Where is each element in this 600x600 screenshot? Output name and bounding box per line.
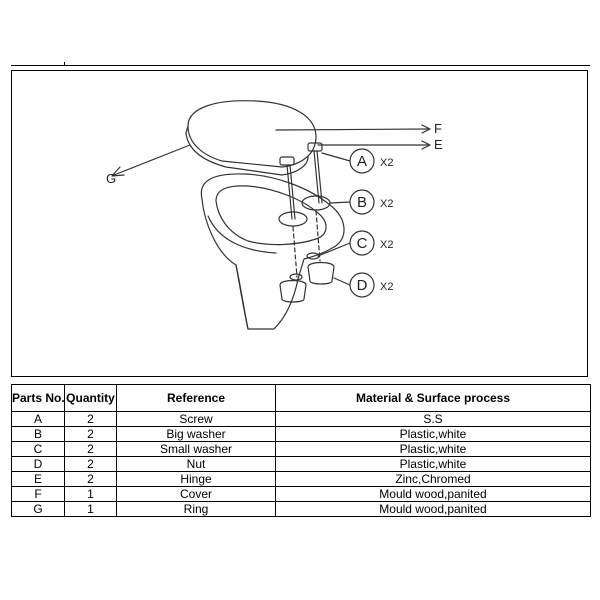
nut-right bbox=[307, 261, 335, 285]
table-header-row: Parts No. Quantity Reference Material & … bbox=[11, 384, 591, 412]
callout-a: A bbox=[357, 153, 367, 170]
quantity-mark-b: X2 bbox=[380, 198, 393, 210]
cell-quantity: 2 bbox=[64, 426, 117, 442]
toilet-seat-drawing: F E G A B C D X2 X2 X2 X2 bbox=[106, 100, 443, 330]
hinge-right bbox=[307, 142, 323, 152]
cell-reference: Hinge bbox=[116, 471, 276, 487]
table-row: A 2 Screw S.S bbox=[11, 411, 591, 427]
cell-material: Plastic,white bbox=[275, 426, 591, 442]
cell-part-no: D bbox=[11, 456, 65, 472]
cell-material: Zinc,Chromed bbox=[275, 471, 591, 487]
callout-circle-c bbox=[349, 230, 375, 256]
top-rule-tick bbox=[64, 62, 65, 66]
header-parts-no: Parts No. bbox=[11, 384, 65, 412]
callout-b: B bbox=[357, 194, 367, 211]
hinge-left bbox=[279, 156, 295, 166]
callout-circle-d bbox=[349, 272, 375, 298]
cell-part-no: G bbox=[11, 501, 65, 517]
cell-part-no: E bbox=[11, 471, 65, 487]
seat-edge bbox=[185, 125, 189, 134]
callout-circle-b bbox=[349, 189, 375, 215]
callout-f: F bbox=[434, 121, 442, 136]
cell-reference: Ring bbox=[116, 501, 276, 517]
screw-right bbox=[313, 150, 320, 204]
big-washer-right bbox=[301, 195, 331, 211]
header-material: Material & Surface process bbox=[275, 384, 591, 412]
table-row: E 2 Hinge Zinc,Chromed bbox=[11, 471, 591, 487]
cell-quantity: 1 bbox=[64, 486, 117, 502]
screw-left bbox=[286, 164, 293, 220]
cell-quantity: 2 bbox=[64, 441, 117, 457]
callout-g: G bbox=[106, 171, 116, 186]
nut-left bbox=[279, 279, 307, 303]
small-washer-left bbox=[289, 273, 303, 281]
toilet-rim-lower bbox=[207, 215, 277, 254]
callout-d: D bbox=[357, 277, 368, 294]
seat-cover bbox=[187, 100, 317, 168]
table-row: D 2 Nut Plastic,white bbox=[11, 456, 591, 472]
cell-material: Mould wood,panited bbox=[275, 486, 591, 502]
cell-reference: Screw bbox=[116, 411, 276, 427]
cell-material: Plastic,white bbox=[275, 456, 591, 472]
callout-circle-a bbox=[349, 148, 375, 174]
assembly-diagram: F E G A B C D X2 X2 X2 X2 bbox=[11, 70, 588, 377]
cell-reference: Cover bbox=[116, 486, 276, 502]
cell-part-no: A bbox=[11, 411, 65, 427]
header-reference: Reference bbox=[116, 384, 276, 412]
cell-reference: Big washer bbox=[116, 426, 276, 442]
cell-reference: Nut bbox=[116, 456, 276, 472]
cell-material: Mould wood,panited bbox=[275, 501, 591, 517]
quantity-mark-a: X2 bbox=[380, 157, 393, 169]
top-rule bbox=[11, 65, 590, 66]
cell-quantity: 2 bbox=[64, 456, 117, 472]
big-washer-left bbox=[278, 211, 308, 227]
cell-part-no: F bbox=[11, 486, 65, 502]
cell-quantity: 1 bbox=[64, 501, 117, 517]
table-row: F 1 Cover Mould wood,panited bbox=[11, 486, 591, 502]
cell-part-no: B bbox=[11, 426, 65, 442]
header-quantity: Quantity bbox=[64, 384, 117, 412]
table-row: C 2 Small washer Plastic,white bbox=[11, 441, 591, 457]
screw-left-b bbox=[289, 164, 296, 220]
toilet-bowl-inner bbox=[215, 185, 327, 246]
callout-e: E bbox=[434, 137, 443, 152]
cell-quantity: 2 bbox=[64, 411, 117, 427]
table-row: G 1 Ring Mould wood,panited bbox=[11, 501, 591, 517]
cell-part-no: C bbox=[11, 441, 65, 457]
cell-reference: Small washer bbox=[116, 441, 276, 457]
toilet-foot bbox=[235, 264, 249, 330]
quantity-mark-d: X2 bbox=[380, 281, 393, 293]
cell-material: Plastic,white bbox=[275, 441, 591, 457]
callout-c: C bbox=[357, 235, 368, 252]
seat-ring bbox=[185, 132, 309, 176]
screw-right-b bbox=[316, 150, 323, 204]
table-row: B 2 Big washer Plastic,white bbox=[11, 426, 591, 442]
parts-table: Parts No. Quantity Reference Material & … bbox=[11, 384, 591, 517]
cell-quantity: 2 bbox=[64, 471, 117, 487]
cell-material: S.S bbox=[275, 411, 591, 427]
quantity-mark-c: X2 bbox=[380, 239, 393, 251]
